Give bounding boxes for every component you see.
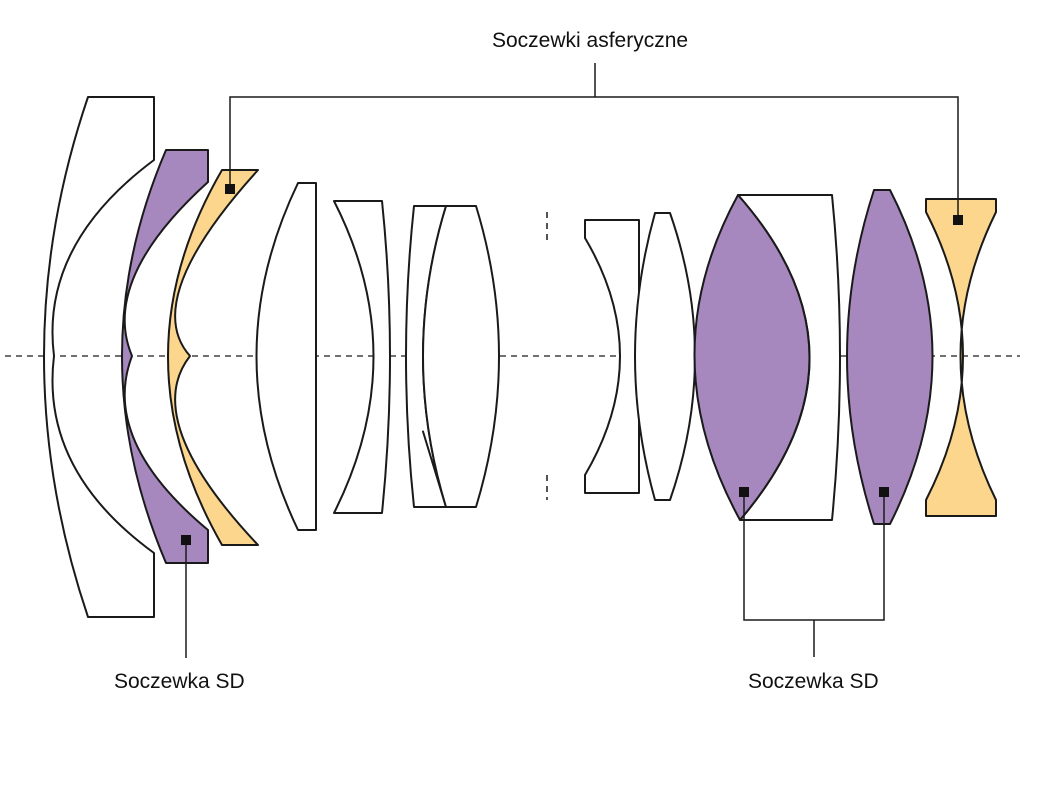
leader-sd-right (743, 493, 885, 657)
marker-sd-rear-1 (739, 487, 749, 497)
label-sd-lens-rear: Soczewka SD (748, 670, 879, 693)
lens-element-12-aspherical (925, 198, 997, 517)
leader-aspherical (229, 63, 959, 220)
marker-sd-front (181, 535, 191, 545)
lens-element-2-sd (121, 149, 209, 564)
lens-element-10-sd (693, 194, 811, 521)
label-sd-lens-front: Soczewka SD (114, 670, 245, 693)
lens-element-1 (43, 96, 155, 618)
lens-element-8 (584, 219, 640, 494)
lens-element-11-sd (846, 189, 934, 525)
lens-element-4 (255, 182, 317, 531)
marker-aspherical-front (225, 184, 235, 194)
lens-element-7 (422, 205, 500, 508)
marker-sd-rear-2 (879, 487, 889, 497)
lens-element-3-aspherical (167, 169, 259, 546)
lens-element-9 (634, 212, 696, 501)
lens-element-5 (333, 200, 391, 514)
label-aspherical-lenses: Soczewki asferyczne (492, 29, 689, 52)
marker-aspherical-rear (953, 215, 963, 225)
